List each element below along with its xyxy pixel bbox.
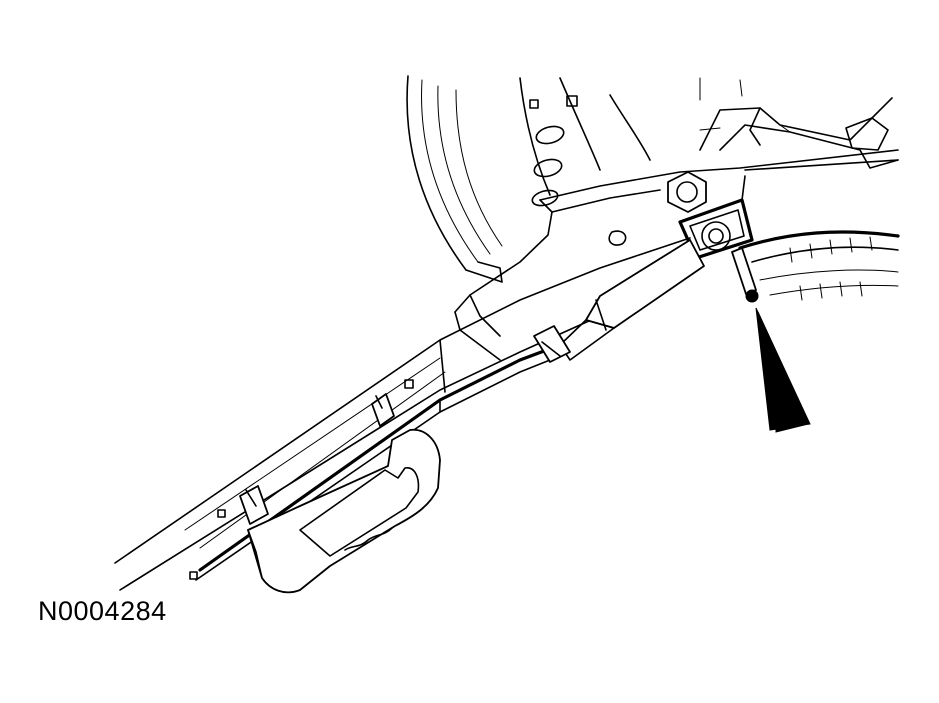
rocker-panel (114, 149, 899, 591)
upper-right-bracket (699, 97, 899, 169)
c-clamp (247, 428, 441, 594)
callout-arrow-icon (755, 307, 811, 433)
fastener (731, 247, 759, 303)
pivot-bolt (667, 171, 707, 213)
brake-cable (195, 343, 562, 581)
panel-openings (529, 95, 578, 207)
cable-clip (533, 325, 571, 363)
reference-number: N0004284 (38, 596, 167, 626)
cable-conduit (738, 230, 900, 301)
retaining-clips (239, 393, 395, 525)
cable-boot (559, 239, 705, 361)
